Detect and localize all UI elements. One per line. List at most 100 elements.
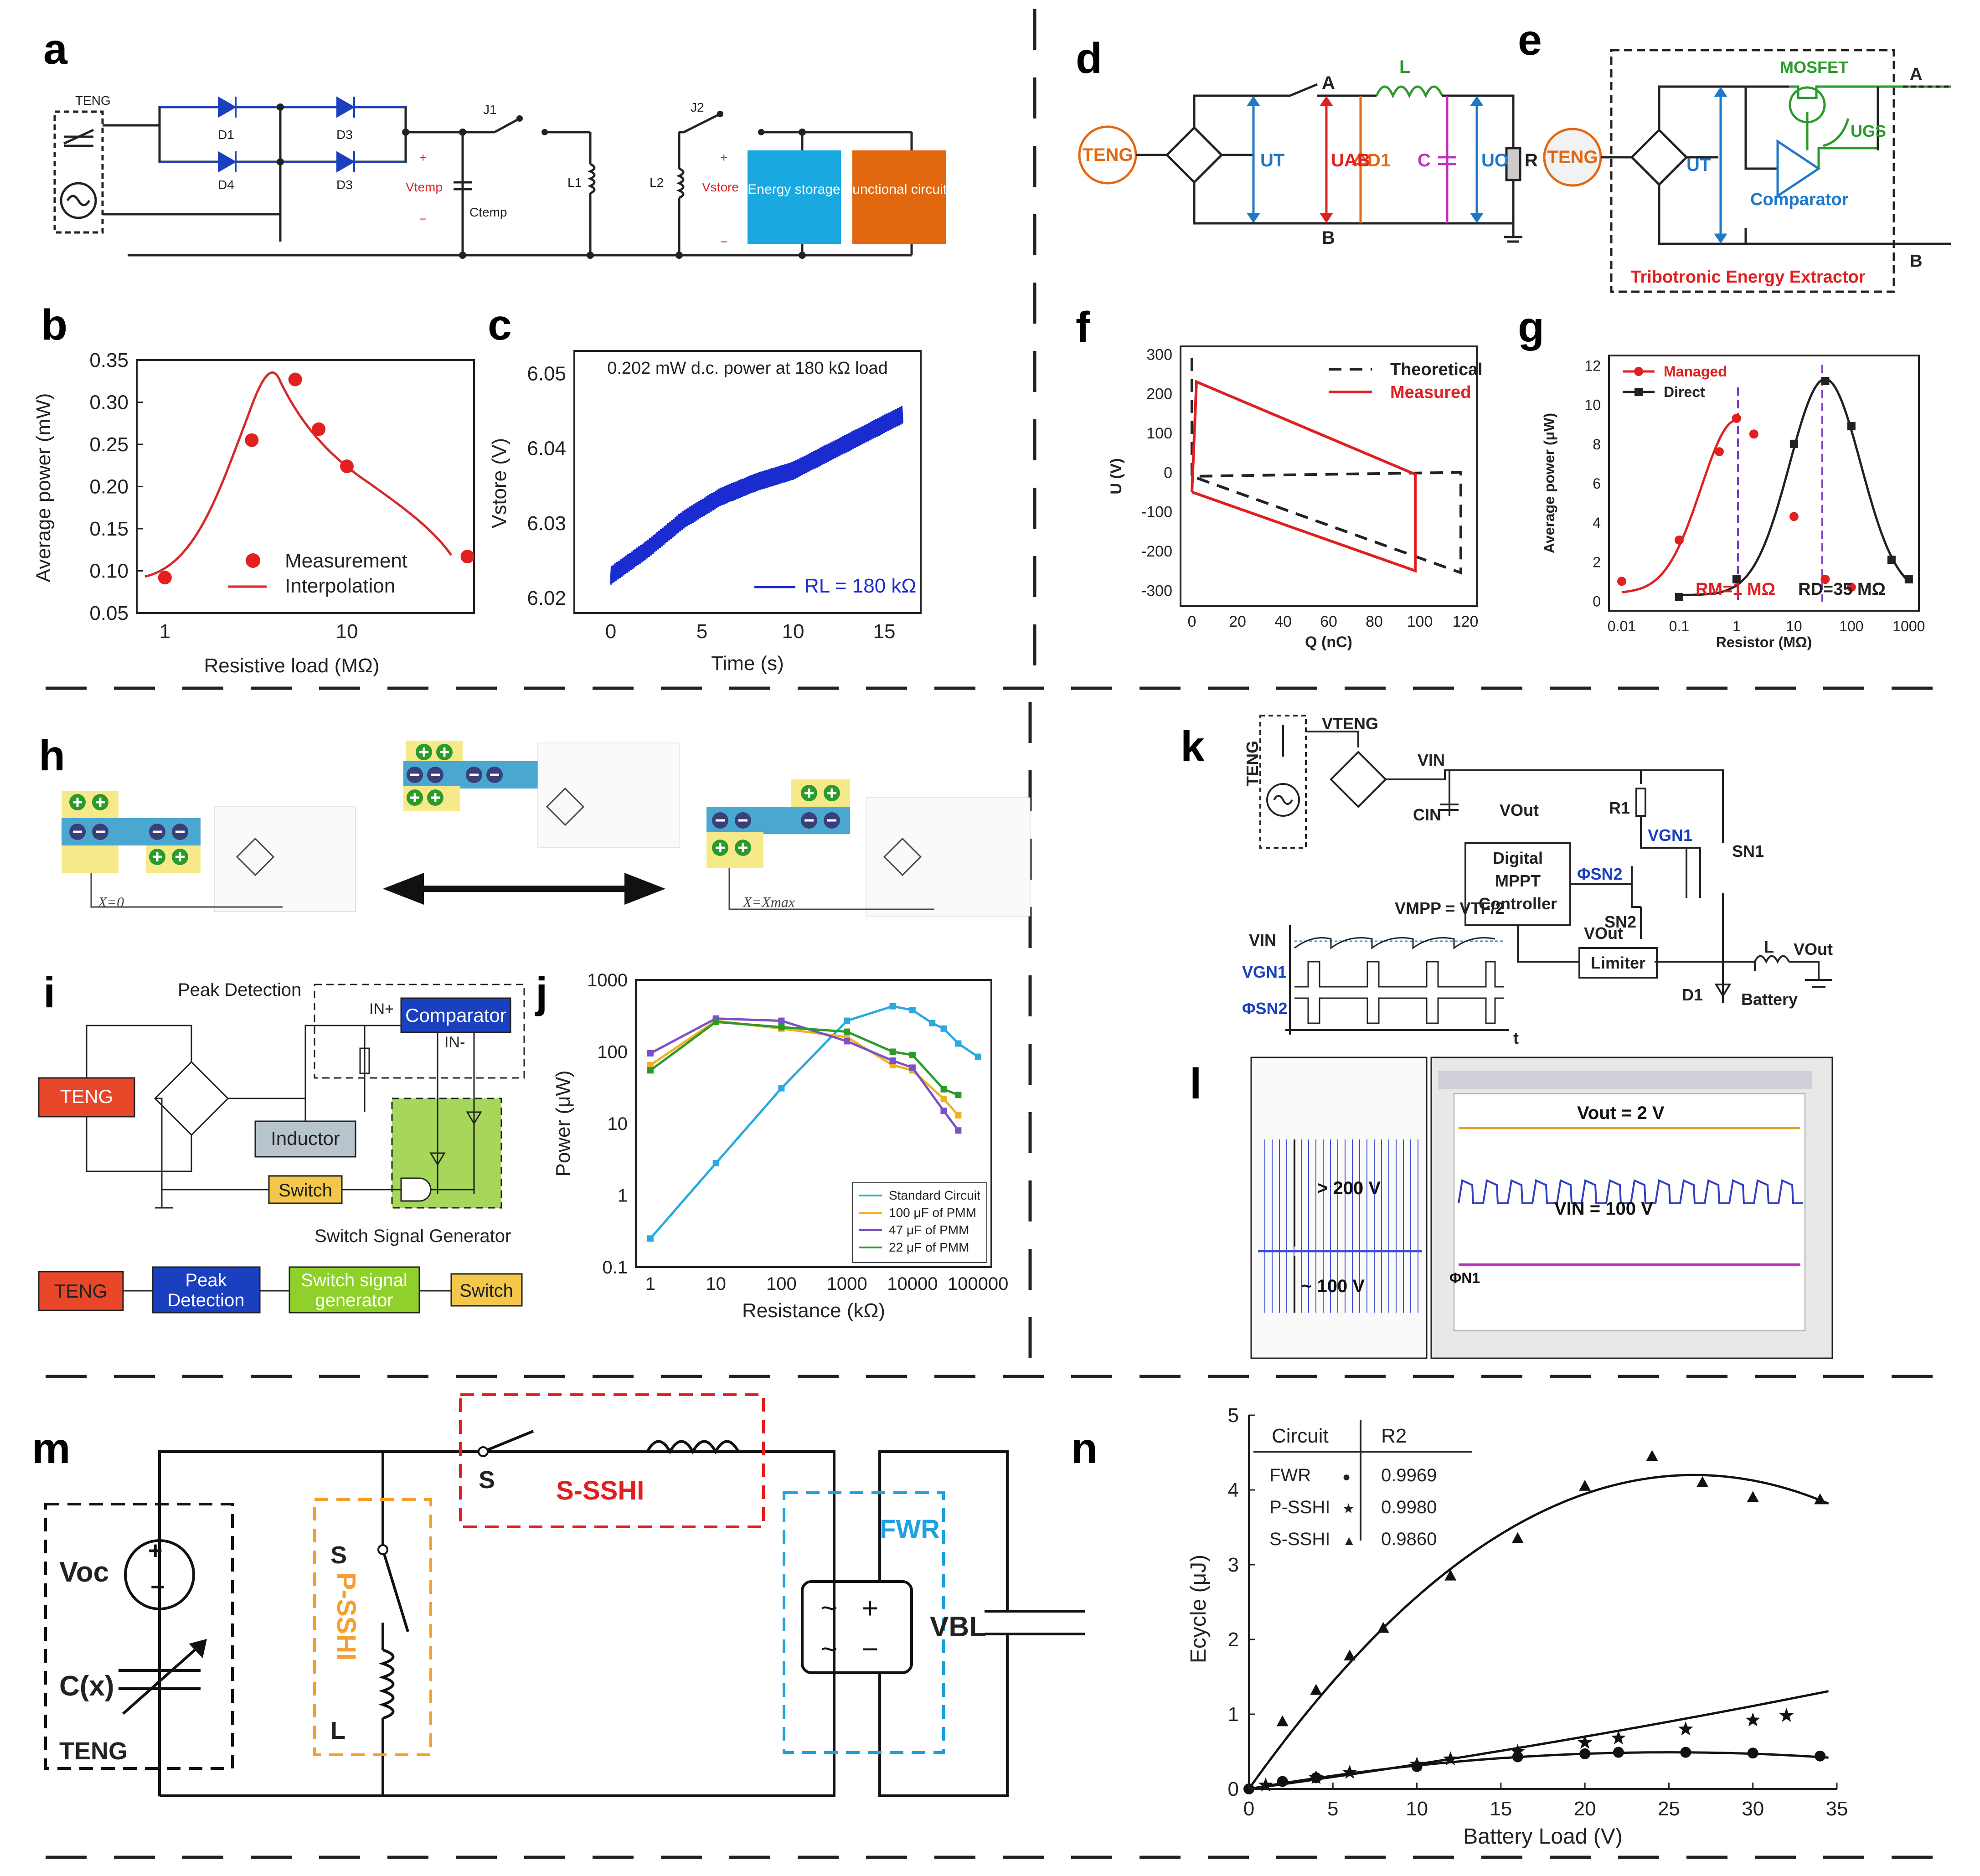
b-point <box>158 571 172 585</box>
j-point <box>647 1235 654 1242</box>
fwr-fit <box>1248 1751 1829 1790</box>
c-ytick: 6.04 <box>527 438 566 460</box>
g-xtick: 1000 <box>1892 618 1925 634</box>
b-ytick: 0.15 <box>89 518 129 540</box>
k-teng-label: TENG <box>1243 741 1262 786</box>
j-ytick: 10 <box>608 1114 628 1134</box>
f-legend-meas: Measured <box>1390 383 1471 402</box>
j-xtick: 10000 <box>887 1274 938 1294</box>
i-ssg-label: Switch Signal Generator <box>315 1226 511 1246</box>
f-xlabel: Q (nC) <box>1305 634 1352 651</box>
g-direct-point <box>1821 377 1830 385</box>
e-mosfet-label: MOSFET <box>1780 58 1848 77</box>
g-ytick: 10 <box>1584 397 1601 413</box>
j-ytick: 1000 <box>587 970 628 990</box>
j-point <box>940 1025 947 1032</box>
panel-e-circuit <box>1543 49 1951 293</box>
g-managed-point <box>1789 512 1799 521</box>
h-state-left: X=0 <box>62 791 356 912</box>
m-l-label: L <box>330 1717 345 1744</box>
k-vmpp-label: VMPP = VTF/2 <box>1395 899 1504 917</box>
flow-ssg-line1: Switch signal <box>301 1270 407 1290</box>
n-ytick: 5 <box>1228 1404 1239 1427</box>
n-xtick: 30 <box>1742 1798 1764 1820</box>
b-ytick: 0.10 <box>89 560 129 582</box>
k-sn2-label: SN2 <box>1604 912 1636 931</box>
b-point <box>340 459 354 474</box>
panel-letter-b: b <box>41 301 67 349</box>
c-xtick: 15 <box>873 620 896 643</box>
i-peak-label: Peak Detection <box>178 980 301 1000</box>
d-b-label: B <box>1322 228 1335 248</box>
k-vteng-label: VTENG <box>1322 714 1378 733</box>
flow-peak-line2: Detection <box>168 1290 245 1310</box>
k-sn1-label: SN1 <box>1732 842 1764 861</box>
e-comparator-label: Comparator <box>1750 190 1849 209</box>
n-ssshi-point <box>1444 1569 1457 1581</box>
j2-label: J2 <box>691 100 704 114</box>
vtemp-minus: − <box>419 212 427 226</box>
b-ylabel: Average power (mW) <box>32 393 55 582</box>
f-ylabel: U (V) <box>1108 458 1125 494</box>
flow-ssg-line2: generator <box>315 1290 393 1310</box>
panel-letter-i: i <box>43 969 55 1017</box>
k-vout3-label: VOut <box>1794 940 1833 959</box>
n-psshi-point <box>1258 1777 1273 1792</box>
g-managed-point <box>1846 582 1856 592</box>
panel-letter-k: k <box>1181 722 1205 771</box>
switch-j1 <box>494 117 521 134</box>
n-fwr-point <box>1579 1748 1591 1759</box>
functional-circuits-label: Functional circuits <box>844 182 954 197</box>
panel-h-illustration: X=0 X=Xmax <box>62 741 1031 917</box>
g-ylabel: Average power (μW) <box>1541 413 1557 553</box>
j-legend-label: 22 μF of PMM <box>889 1240 969 1254</box>
b-xlabel: Resistive load (MΩ) <box>204 655 380 677</box>
j-ytick: 100 <box>597 1042 628 1062</box>
g-xtick: 0.1 <box>1669 618 1689 634</box>
separators <box>46 9 1960 1859</box>
inductor-d <box>1375 85 1444 99</box>
j-point <box>647 1062 654 1068</box>
panel-letter-a: a <box>43 25 68 73</box>
c-ytick: 6.03 <box>527 512 566 535</box>
c-xtick: 10 <box>782 620 804 643</box>
g-xlabel: Resistor (MΩ) <box>1716 634 1812 650</box>
j-point <box>712 1160 719 1167</box>
d3a-label: D3 <box>336 128 353 142</box>
n-table-r2: 0.9980 <box>1381 1497 1437 1517</box>
n-table-h2: R2 <box>1381 1425 1407 1447</box>
g-managed-point <box>1732 413 1741 423</box>
b-point <box>288 372 302 387</box>
j-series-line <box>650 1005 979 1239</box>
inductor-l2 <box>676 167 685 199</box>
panel-letter-e: e <box>1518 16 1542 64</box>
vtemp-plus: + <box>419 150 427 165</box>
k-battery-label: Battery <box>1741 990 1798 1009</box>
j-point <box>909 1051 916 1058</box>
j-legend-label: 47 μF of PMM <box>889 1223 969 1237</box>
panel-m-circuit <box>119 1430 1085 1797</box>
f-xtick: 0 <box>1188 613 1196 630</box>
inductor-l1 <box>587 163 596 195</box>
n-table-marker-icon: ▲ <box>1342 1533 1356 1548</box>
panel-a-diodes <box>160 96 406 173</box>
l1-label: L1 <box>567 175 582 190</box>
k-mppt-line2: MPPT <box>1495 871 1541 890</box>
n-psshi-point <box>1443 1751 1458 1766</box>
j-point <box>909 1064 916 1071</box>
legend-measurement-marker <box>246 553 260 568</box>
vstore-minus: − <box>720 235 727 249</box>
n-ssshi-point <box>1310 1684 1322 1695</box>
j-xlabel: Resistance (kΩ) <box>742 1299 885 1322</box>
k-wave-phi: ΦSN2 <box>1242 999 1288 1018</box>
e-b-label: B <box>1910 252 1922 271</box>
n-ssshi-point <box>1276 1715 1289 1727</box>
direct-curve <box>1679 378 1910 596</box>
c-ytick: 6.02 <box>527 587 566 609</box>
n-psshi-point <box>1342 1764 1357 1779</box>
b-ytick: 0.05 <box>89 602 129 624</box>
c-xlabel: Time (s) <box>711 652 784 675</box>
dc-plus: + <box>861 1592 878 1624</box>
j-ytick: 0.1 <box>602 1258 628 1278</box>
